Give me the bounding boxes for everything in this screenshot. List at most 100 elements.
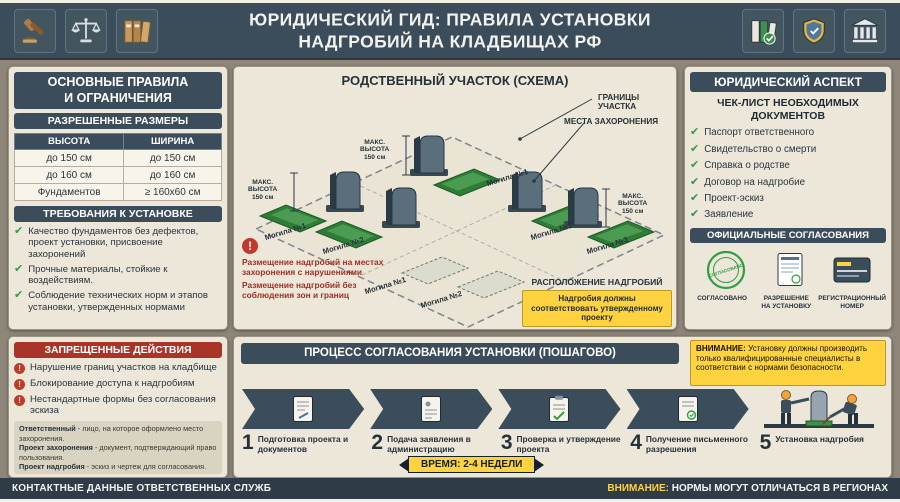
forbidden-title: ЗАПРЕЩЕННЫЕ ДЕЙСТВИЯ [14, 342, 222, 358]
exclamation-icon: ! [242, 238, 258, 254]
table-row: до 160 см до 160 см [13, 166, 222, 185]
bank-icon [844, 8, 886, 53]
exclamation-icon: ! [14, 395, 25, 406]
placement-text: Надгробия должны соответствовать утвержд… [522, 290, 672, 327]
step-arrow [370, 389, 492, 429]
placement-note: РАСПОЛОЖЕНИЕ НАДГРОБИЙ Надгробия должны … [522, 277, 672, 327]
time-text: ВРЕМЯ: 2-4 НЕДЕЛИ [408, 456, 536, 473]
check-icon: ✔ [14, 262, 24, 275]
check-icon: ✔ [690, 192, 700, 204]
step-label: Получение письменного разрешения [645, 434, 749, 454]
requirement-text: Качество фундаментов без дефектов, проек… [28, 226, 199, 260]
process-title: ПРОЦЕСС СОГЛАСОВАНИЯ УСТАНОВКИ (ПОШАГОВО… [241, 343, 679, 364]
registration-plate-icon [833, 257, 871, 283]
footer-warning-text: НОРМЫ МОГУТ ОТЛИЧАТЬСЯ В РЕГИОНАХ [668, 483, 888, 494]
plot-borders-label: ГРАНИЦЫ УЧАСТКА [598, 93, 640, 111]
clipboard-check-icon [548, 395, 570, 423]
warning-text: Установку должны производить только квал… [696, 344, 868, 373]
footer-warning: ВНИМАНИЕ: НОРМЫ МОГУТ ОТЛИЧАТЬСЯ В РЕГИО… [607, 483, 888, 494]
scales-icon [65, 8, 107, 53]
max-height-label: МАКС. ВЫСОТА 150 см [248, 179, 278, 201]
checklist-item: ✔ Проект-эскиз [690, 192, 886, 204]
checklist-title: ЧЕК-ЛИСТ НЕОБХОДИМЫХ ДОКУМЕНТОВ [717, 97, 859, 122]
checklist-item: ✔ Договор на надгробие [690, 175, 886, 188]
step-label: Подготовка проекта и документов [257, 434, 349, 454]
gavel-icon [14, 8, 56, 53]
checklist-text: Справка о родстве [704, 160, 790, 172]
rules-panel-title: ОСНОВНЫЕ ПРАВИЛА И ОГРАНИЧЕНИЯ [14, 72, 222, 110]
checklist-item: ✔ Свидетельство о смерти [690, 142, 886, 155]
step-number: 3 [500, 431, 513, 454]
forbidden-text: Нарушение границ участков на кладбище [30, 362, 217, 373]
step-label: Установка надгробия [775, 434, 864, 444]
forbidden-item: ! Нестандартные формы без согласования э… [14, 394, 222, 416]
time-badge: ВРЕМЯ: 2-4 НЕДЕЛИ [399, 456, 545, 473]
footer-warning-bold: ВНИМАНИЕ: [607, 483, 669, 494]
cell: до 160 см [123, 166, 222, 185]
step-arrow [242, 389, 364, 429]
step-label: Проверка и утверждение проекта [516, 434, 621, 454]
approval-label: РАЗРЕШЕНИЕ НА УСТАНОВКУ [761, 294, 812, 310]
col-height: ВЫСОТА [13, 133, 125, 151]
requirement-text: Прочные материалы, стойкие к воздействия… [28, 263, 168, 287]
legal-panel: ЮРИДИЧЕСКИЙ АСПЕКТ ЧЕК-ЛИСТ НЕОБХОДИМЫХ … [684, 66, 892, 330]
check-icon: ✔ [690, 175, 700, 188]
violation-text: Размещение надгробий без соблюдения зон … [242, 280, 357, 301]
legal-title: ЮРИДИЧЕСКИЙ АСПЕКТ [690, 72, 886, 92]
cell: до 160 см [13, 166, 125, 185]
glossary-box: Ответственный - лицо, на которое оформле… [14, 421, 222, 475]
scheme-title: РОДСТВЕННЫЙ УЧАСТОК (СХЕМА) [341, 73, 569, 88]
law-books-icon [742, 8, 784, 53]
arrow-right-icon [534, 457, 545, 472]
check-icon: ✔ [690, 126, 700, 139]
check-icon: ✔ [14, 225, 24, 238]
application-icon [420, 395, 442, 423]
violation-text: Размещение надгробий на местах захоронен… [242, 257, 384, 278]
folders-icon [116, 8, 158, 53]
requirement-item: ✔ Качество фундаментов без дефектов, про… [14, 226, 222, 260]
table-row: Фундаментов ≥ 160x60 см [13, 183, 222, 202]
checklist-text: Свидетельство о смерти [704, 143, 817, 155]
violations-note: ! Размещение надгробий на местах захорон… [242, 237, 398, 300]
cell: ≥ 160x60 см [123, 183, 222, 202]
process-step: 3 Проверка и утверждение проекта [500, 431, 624, 454]
table-row: до 150 см до 150 см [13, 149, 222, 168]
check-icon: ✔ [14, 289, 24, 302]
forbidden-text: Блокирование доступа к надгробиям [30, 378, 195, 389]
shield-icon [793, 8, 835, 53]
allowed-sizes-title: РАЗРЕШЕННЫЕ РАЗМЕРЫ [14, 113, 222, 130]
forbidden-item: ! Нарушение границ участков на кладбище [14, 362, 222, 374]
page-title-line2: НАДГРОБИЙ НА КЛАДБИЩАХ РФ [298, 31, 602, 52]
permit-icon [677, 395, 699, 423]
footer-contacts: КОНТАКТНЫЕ ДАННЫЕ ОТВЕТСТВЕННЫХ СЛУЖБ [12, 483, 272, 494]
requirement-item: ✔ Соблюдение технических норм и этапов у… [14, 289, 222, 313]
requirement-item: ✔ Прочные материалы, стойкие к воздейств… [14, 262, 222, 287]
header: ЮРИДИЧЕСКИЙ ГИД: ПРАВИЛА УСТАНОВКИ НАДГР… [0, 3, 900, 60]
exclamation-icon: ! [14, 363, 25, 374]
approvals-title: ОФИЦИАЛЬНЫЕ СОГЛАСОВАНИЯ [690, 227, 886, 243]
arrow-left-icon [399, 457, 409, 472]
approval-icons: СОГЛАСОВАНО [690, 248, 886, 292]
page-title: ЮРИДИЧЕСКИЙ ГИД: ПРАВИЛА УСТАНОВКИ НАДГР… [249, 8, 651, 53]
max-height-label: МАКС. ВЫСОТА 150 см [618, 193, 648, 215]
step-number: 1 [242, 431, 254, 454]
table-header-row: ВЫСОТА ШИРИНА [13, 133, 222, 151]
cell: до 150 см [13, 149, 125, 168]
cell: Фундаментов [13, 183, 125, 202]
approval-labels: СОГЛАСОВАНО РАЗРЕШЕНИЕ НА УСТАНОВКУ РЕГИ… [690, 295, 886, 311]
step-number: 5 [759, 431, 772, 454]
workers-icon [763, 390, 874, 428]
glossary-entry: Проект захоронения - документ, подтвержд… [19, 443, 217, 462]
process-arrows [242, 389, 883, 429]
page-title-line1: ЮРИДИЧЕСКИЙ ГИД: ПРАВИЛА УСТАНОВКИ [249, 9, 651, 30]
sizes-table: ВЫСОТА ШИРИНА до 150 см до 150 см до 160… [13, 133, 222, 202]
safety-warning-box: ВНИМАНИЕ: Установку должны производить т… [690, 340, 886, 386]
document-icon [292, 395, 314, 423]
cell: до 150 см [123, 149, 222, 168]
step-arrow [498, 389, 620, 429]
checklist-text: Проект-эскиз [704, 193, 764, 204]
check-icon: ✔ [690, 142, 700, 155]
process-step: 5 Установка надгробия [759, 431, 883, 454]
approval-process-panel: ПРОЦЕСС СОГЛАСОВАНИЯ УСТАНОВКИ (ПОШАГОВО… [233, 336, 892, 478]
